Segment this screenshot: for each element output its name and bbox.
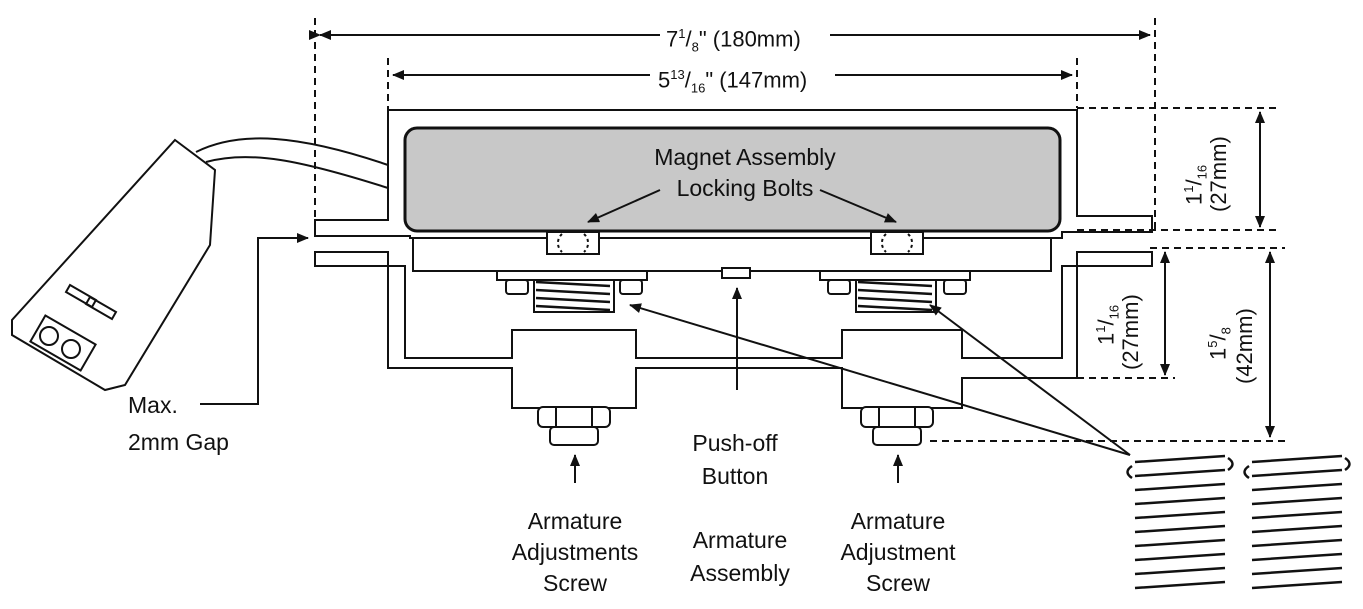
armature-height-metric: (27mm) xyxy=(1118,294,1143,370)
locking-bolt-right xyxy=(870,231,924,255)
armature-plate xyxy=(412,237,1052,272)
spring-assembly-right xyxy=(819,270,971,313)
sensor-module xyxy=(11,138,217,392)
max-gap-label: Max. 2mm Gap xyxy=(128,392,229,455)
sensor-terminals xyxy=(29,283,118,372)
sensor-cable xyxy=(195,137,389,189)
coil-springs-illustration xyxy=(1126,454,1351,590)
width-dimension-arrows xyxy=(309,30,1151,80)
armature-adjustments-screw-label: Armature Adjustments Screw xyxy=(511,508,639,596)
locking-bolt-left xyxy=(546,231,600,255)
push-off-button xyxy=(721,267,751,279)
magnet-height-metric: (27mm) xyxy=(1206,136,1231,212)
spring-assembly-left xyxy=(496,270,648,313)
armature-assembly-label: Armature Assembly xyxy=(690,527,790,586)
overall-width-label: 71/8" (180mm) xyxy=(660,21,807,61)
push-off-button-label: Push-off Button xyxy=(692,430,778,489)
height-dimension-arrows xyxy=(1160,111,1275,438)
leader-arrows xyxy=(200,189,1131,483)
adjustment-screw-right xyxy=(860,406,934,446)
magnet-housing xyxy=(314,109,1153,239)
extension-lines xyxy=(314,18,1285,442)
armature-adjustment-screw-label: Armature Adjustment Screw xyxy=(840,508,956,596)
inner-width-label: 513/16" (147mm) xyxy=(652,62,814,102)
magnet-assembly xyxy=(403,126,1062,233)
armature-total-metric: (42mm) xyxy=(1232,308,1257,384)
adjustment-screw-left xyxy=(537,406,611,446)
magnet-locking-bolts-label: Magnet Assembly Locking Bolts xyxy=(654,144,836,201)
